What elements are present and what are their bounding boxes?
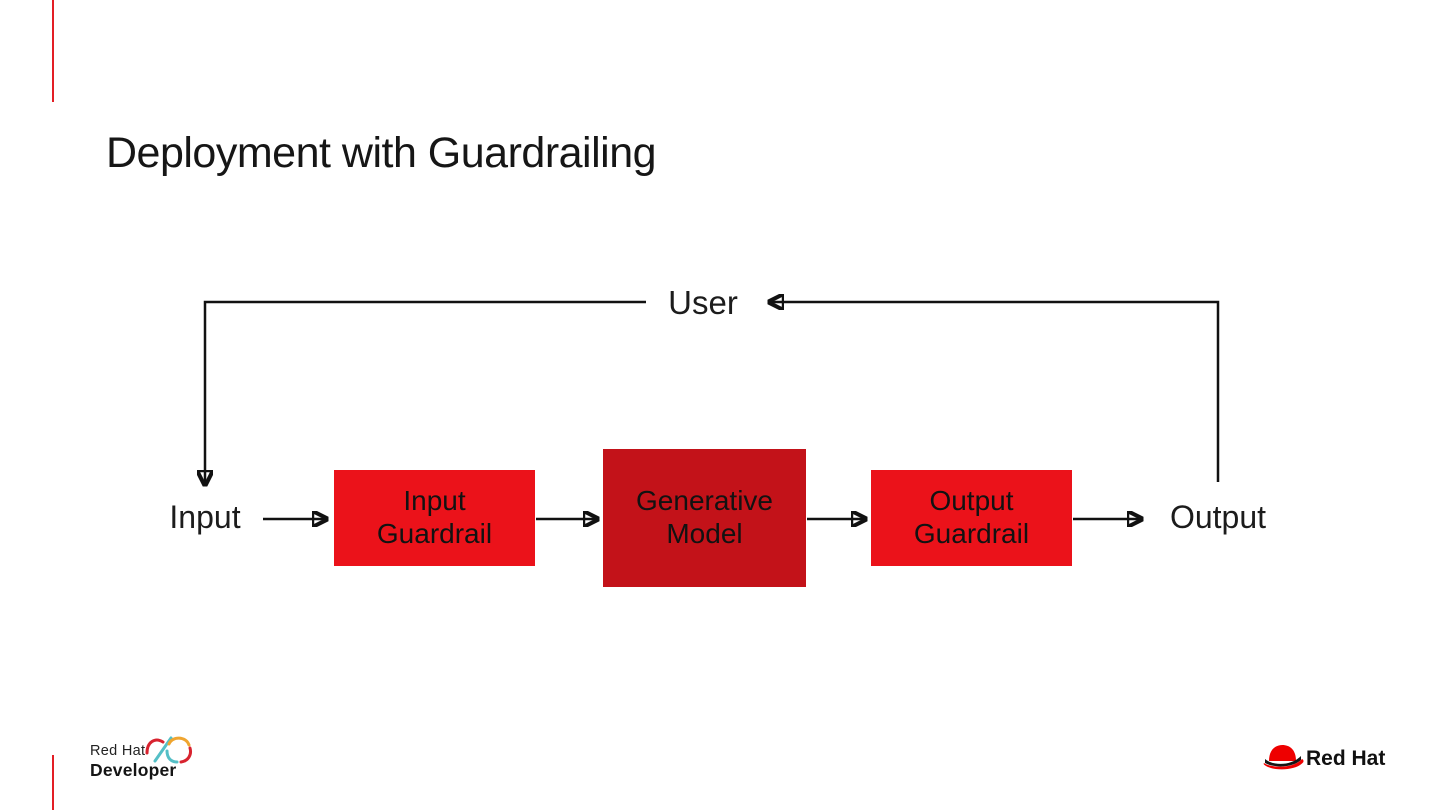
- feedback-line-output-to-user: [770, 302, 1220, 482]
- red-hat-logo-text: Red Hat: [1306, 747, 1386, 770]
- left-accent-line-bottom: [52, 755, 54, 810]
- red-hat-developer-logo-product: Developer: [90, 759, 177, 780]
- input-label: Input: [169, 499, 241, 535]
- slide-title: Deployment with Guardrailing: [106, 129, 657, 177]
- red-hat-developer-logo-brand: Red Hat: [90, 743, 146, 759]
- developer-infinity-icon: [145, 736, 192, 764]
- red-hat-fedora-icon: [1263, 745, 1304, 770]
- red-hat-developer-logo: Red Hat Developer: [90, 744, 176, 779]
- feedback-line-user-to-input: [205, 300, 646, 484]
- left-accent-line-top: [52, 0, 54, 102]
- node-output-guardrail: Output Guardrail: [871, 470, 1072, 566]
- output-label: Output: [1169, 499, 1267, 535]
- node-input-guardrail: Input Guardrail: [334, 470, 535, 566]
- user-label: User: [668, 284, 738, 321]
- node-generative-model: Generative Model: [603, 449, 806, 587]
